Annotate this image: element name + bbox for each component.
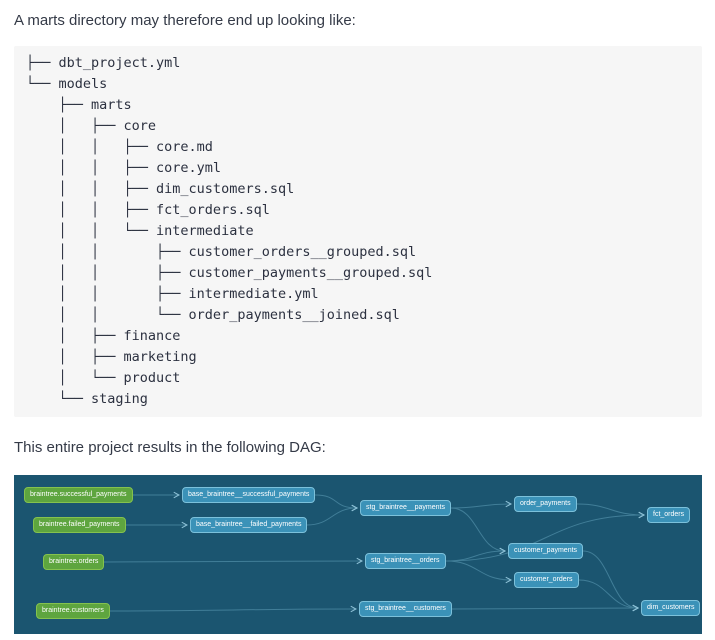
directory-tree-code-block: ├── dbt_project.yml └── models ├── marts… (14, 46, 702, 417)
dag-caption-paragraph: This entire project results in the follo… (14, 439, 326, 456)
dag-node-stg-braintree-payments: stg_braintree__payments (360, 500, 451, 516)
dag-node-braintree-failed-payments: braintree.failed_payments (33, 517, 126, 533)
dag-node-base-braintree-successful-payments: base_braintree__successful_payments (182, 487, 316, 503)
dag-node-customer-orders: customer_orders (514, 572, 579, 588)
dag-node-braintree-customers: braintree.customers (36, 603, 110, 619)
dag-node-stg-braintree-orders: stg_braintree__orders (365, 553, 446, 569)
dag-edges (103, 475, 702, 634)
dag-node-braintree-orders: braintree.orders (43, 554, 105, 570)
intro-paragraph: A marts directory may therefore end up l… (14, 12, 356, 29)
dag-node-braintree-successful-payments: braintree.successful_payments (24, 487, 133, 503)
dag-node-dim-customers: dim_customers (641, 600, 701, 616)
dag-node-customer-payments: customer_payments (508, 543, 584, 559)
dag-node-stg-braintree-customers: stg_braintree__customers (359, 601, 452, 617)
dag-node-fct-orders: fct_orders (647, 507, 691, 523)
dag-image: braintree.successful_payments base_braint… (14, 475, 702, 634)
dag-node-base-braintree-failed-payments: base_braintree__failed_payments (190, 517, 308, 533)
dag-node-order-payments: order_payments (514, 496, 577, 512)
